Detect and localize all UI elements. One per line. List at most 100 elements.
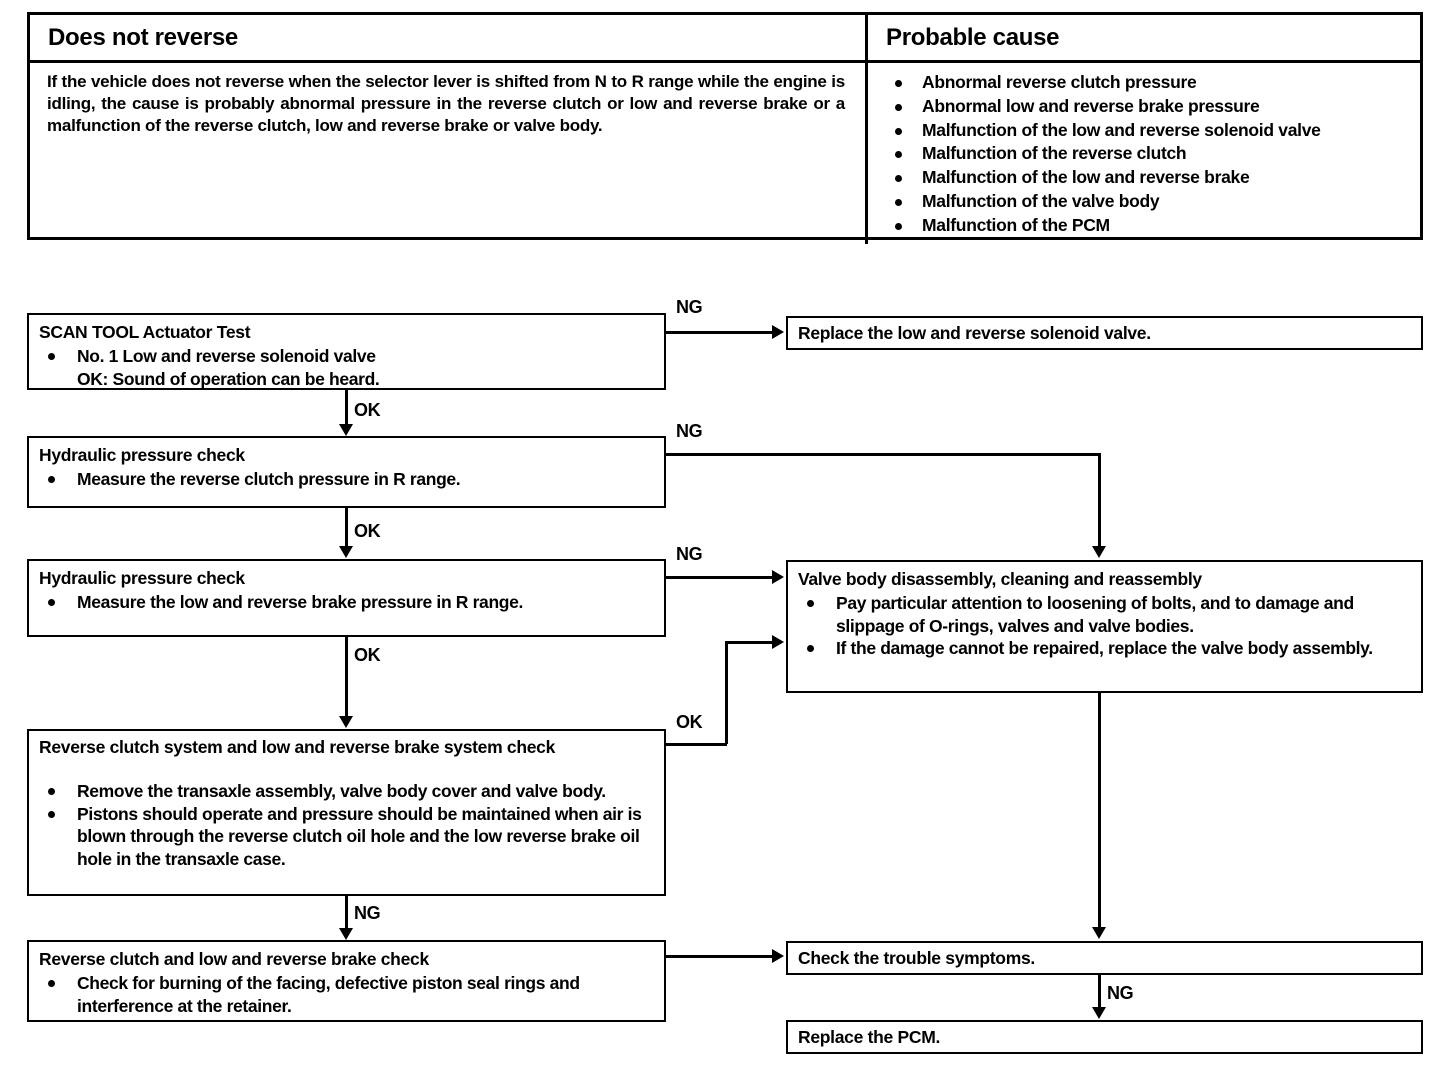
arrowhead-down-icon: [339, 546, 353, 558]
edge-label-scan-ng: NG: [676, 297, 703, 317]
bullet-icon: [48, 980, 55, 988]
bullet-text: Pay particular attention to loosening of…: [836, 593, 1354, 636]
edge-label-hyd2-ng: NG: [676, 544, 703, 564]
connector-valvebody-to-trouble: [1098, 693, 1101, 929]
node-ok-note: OK: Sound of operation can be heard.: [77, 368, 380, 389]
arrowhead-right-icon: [772, 949, 784, 963]
bullet-text: Pistons should operate and pressure shou…: [77, 803, 642, 869]
node-title: Hydraulic pressure check: [39, 445, 245, 465]
node-title: Hydraulic pressure check: [39, 568, 245, 588]
bullet-icon: [48, 599, 55, 607]
connector-system-ok-horizontal-1: [666, 743, 727, 746]
bullet-text: No. 1 Low and reverse solenoid valve: [77, 346, 376, 367]
bullet-text: Remove the transaxle assembly, valve bod…: [77, 781, 606, 802]
connector-hyd2-ok: [345, 637, 348, 718]
node-title: SCAN TOOL Actuator Test: [39, 322, 251, 342]
list-item: Malfunction of the low and reverse brake: [885, 166, 1406, 190]
node-title: Check the trouble symptoms.: [798, 947, 1035, 968]
arrowhead-down-icon: [339, 928, 353, 940]
edge-label-hyd1-ok: OK: [354, 521, 381, 541]
arrowhead-down-icon: [1092, 1007, 1106, 1019]
node-replace-pcm: Replace the PCM.: [786, 1020, 1423, 1054]
cause-text: Malfunction of the PCM: [922, 214, 1110, 235]
list-item: Malfunction of the PCM: [885, 214, 1406, 238]
bullet-icon: [48, 476, 55, 484]
bullet-text: Check for burning of the facing, defecti…: [77, 973, 580, 1016]
node-scan-tool-actuator-test: SCAN TOOL Actuator Test No. 1 Low and re…: [27, 313, 666, 390]
bullet-icon: [895, 127, 902, 135]
arrowhead-right-icon: [772, 635, 784, 649]
connector-system-ok-horizontal-2: [725, 641, 774, 644]
table-header-row: Does not reverse Probable cause: [30, 15, 1420, 63]
cause-text: Malfunction of the low and reverse solen…: [922, 119, 1321, 140]
symptom-header: Does not reverse: [30, 15, 868, 60]
list-item: Malfunction of the valve body: [885, 190, 1406, 214]
bullet-text: Measure the low and reverse brake pressu…: [77, 592, 524, 613]
symptom-description: If the vehicle does not reverse when the…: [47, 72, 845, 136]
node-bullet-list: Check for burning of the facing, defecti…: [39, 972, 656, 1017]
probable-cause-cell: Abnormal reverse clutch pressure Abnorma…: [868, 63, 1420, 244]
connector-hyd1-ok: [345, 508, 348, 548]
list-item: Abnormal reverse clutch pressure: [885, 71, 1406, 95]
list-item: Measure the low and reverse brake pressu…: [39, 591, 656, 613]
list-item: Check for burning of the facing, defecti…: [39, 972, 656, 1017]
list-item: If the damage cannot be repaired, replac…: [798, 637, 1413, 659]
node-title: Reverse clutch system and low and revers…: [39, 737, 556, 757]
arrowhead-down-icon: [1092, 927, 1106, 939]
node-check-trouble-symptoms: Check the trouble symptoms.: [786, 941, 1423, 975]
probable-cause-list: Abnormal reverse clutch pressure Abnorma…: [885, 71, 1406, 238]
bullet-icon: [895, 80, 902, 87]
node-reverse-clutch-system-check: Reverse clutch system and low and revers…: [27, 729, 666, 896]
connector-trouble-ng: [1098, 975, 1101, 1009]
list-item: Abnormal low and reverse brake pressure: [885, 95, 1406, 119]
cause-text: Malfunction of the valve body: [922, 190, 1160, 211]
arrowhead-down-icon: [1092, 546, 1106, 558]
list-item: Pistons should operate and pressure shou…: [39, 803, 656, 870]
bullet-icon: [48, 353, 55, 361]
connector-hyd2-ng: [666, 576, 774, 579]
connector-hyd1-ng-horizontal: [666, 453, 1101, 456]
bullet-icon: [895, 175, 902, 183]
list-item: Malfunction of the low and reverse solen…: [885, 119, 1406, 143]
edge-label-scan-ok: OK: [354, 400, 381, 420]
connector-system-ok-vertical: [725, 641, 728, 744]
table-body-row: If the vehicle does not reverse when the…: [30, 63, 1420, 244]
arrowhead-down-icon: [339, 424, 353, 436]
bullet-icon: [895, 103, 902, 111]
node-bullet-list: Pay particular attention to loosening of…: [798, 592, 1413, 659]
edge-label-system-ng: NG: [354, 903, 381, 923]
bullet-icon: [895, 222, 902, 230]
connector-clutch-to-trouble: [666, 955, 774, 958]
node-title: Valve body disassembly, cleaning and rea…: [798, 569, 1202, 589]
node-hydraulic-pressure-check-reverse-clutch: Hydraulic pressure check Measure the rev…: [27, 436, 666, 508]
node-replace-low-reverse-solenoid-valve: Replace the low and reverse solenoid val…: [786, 316, 1423, 350]
connector-scan-ok: [345, 390, 348, 426]
node-title: Reverse clutch and low and reverse brake…: [39, 949, 429, 969]
cause-text: Malfunction of the low and reverse brake: [922, 167, 1250, 188]
arrowhead-right-icon: [772, 325, 784, 339]
list-item: No. 1 Low and reverse solenoid valve: [39, 345, 656, 367]
node-bullet-list: Remove the transaxle assembly, valve bod…: [39, 780, 656, 870]
bullet-icon: [895, 151, 902, 159]
arrowhead-right-icon: [772, 570, 784, 584]
bullet-text: If the damage cannot be repaired, replac…: [836, 638, 1373, 659]
connector-system-ng: [345, 896, 348, 930]
node-bullet-list: Measure the low and reverse brake pressu…: [39, 591, 656, 613]
edge-label-hyd1-ng: NG: [676, 421, 703, 441]
node-bullet-list: Measure the reverse clutch pressure in R…: [39, 468, 656, 490]
cause-text: Abnormal low and reverse brake pressure: [922, 95, 1260, 116]
node-bullet-list: No. 1 Low and reverse solenoid valve: [39, 345, 656, 367]
cause-text: Malfunction of the reverse clutch: [922, 143, 1187, 164]
edge-label-hyd2-ok: OK: [354, 645, 381, 665]
connector-scan-ng: [666, 331, 774, 334]
edge-label-trouble-ng: NG: [1107, 983, 1134, 1003]
edge-label-system-ok: OK: [676, 712, 703, 732]
node-title: Replace the low and reverse solenoid val…: [798, 322, 1151, 343]
node-reverse-clutch-brake-check: Reverse clutch and low and reverse brake…: [27, 940, 666, 1022]
symptom-probable-cause-table: Does not reverse Probable cause If the v…: [27, 12, 1423, 244]
node-valve-body-disassembly: Valve body disassembly, cleaning and rea…: [786, 560, 1423, 693]
node-hydraulic-pressure-check-low-reverse-brake: Hydraulic pressure check Measure the low…: [27, 559, 666, 637]
arrowhead-down-icon: [339, 716, 353, 728]
cause-text: Abnormal reverse clutch pressure: [922, 72, 1197, 92]
